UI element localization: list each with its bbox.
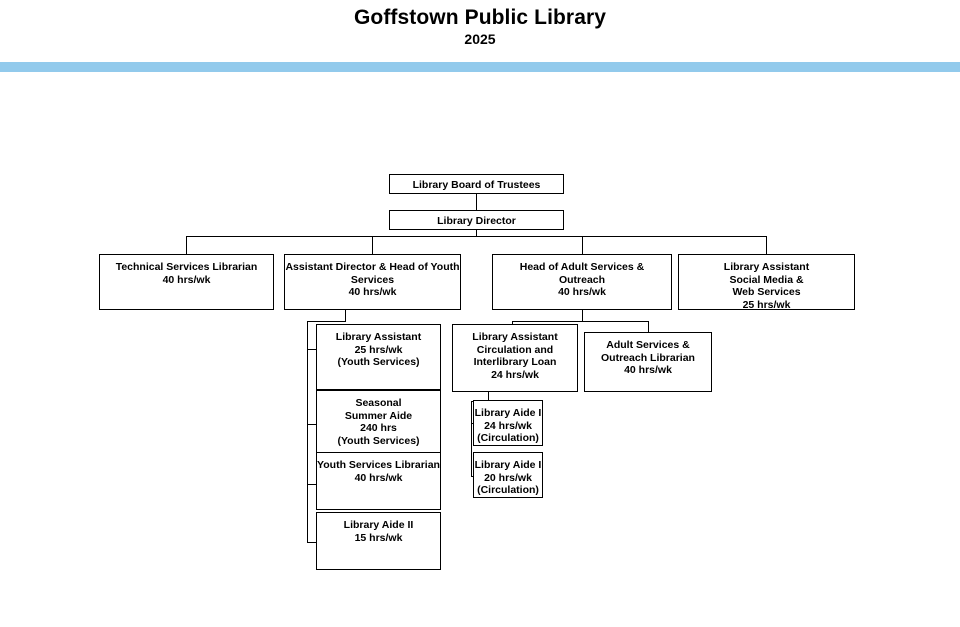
node-line: Web Services bbox=[732, 286, 801, 299]
node-line: Youth Services Librarian bbox=[317, 459, 440, 471]
node-line: Summer Aide bbox=[344, 409, 413, 422]
node-seasonal-summer-aide[interactable]: Seasonal Summer Aide 240 hrs (Youth Serv… bbox=[316, 390, 441, 454]
node-library-aide-i-circulation-24[interactable]: Library Aide I 24 hrs/wk (Circulation) bbox=[473, 400, 543, 446]
node-line: Library Aide I bbox=[474, 459, 542, 471]
node-line: Technical Services Librarian bbox=[115, 261, 258, 273]
connector-drop-head-adult-services bbox=[582, 236, 584, 254]
connector-adult-children-bus bbox=[512, 321, 649, 323]
node-library-aide-i-circulation-20[interactable]: Library Aide I 20 hrs/wk (Circulation) bbox=[473, 452, 543, 498]
node-line: (Youth Services) bbox=[337, 434, 420, 447]
node-line: (Circulation) bbox=[477, 484, 539, 497]
node-line: Social Media & bbox=[729, 273, 804, 286]
connector-drop-adult-services-librarian bbox=[648, 321, 650, 332]
node-line: 40 hrs/wk bbox=[354, 471, 403, 484]
node-line: 25 hrs/wk bbox=[354, 343, 403, 356]
node-library-assistant-youth-services[interactable]: Library Assistant 25 hrs/wk (Youth Servi… bbox=[316, 324, 441, 390]
page-header: Goffstown Public Library 2025 bbox=[0, 0, 960, 62]
node-line: 24 hrs/wk bbox=[484, 419, 532, 432]
node-line: 25 hrs/wk bbox=[742, 298, 791, 311]
connector-stub-library-aide-ii bbox=[307, 542, 317, 544]
node-line: Circulation and bbox=[476, 343, 554, 356]
node-line: Library Assistant bbox=[472, 331, 558, 343]
connector-level2-bus bbox=[186, 236, 767, 238]
connector-stub-seasonal-summer-aide bbox=[307, 424, 317, 426]
connector-board-to-director bbox=[476, 194, 478, 216]
node-line: Head of Adult Services & bbox=[519, 261, 645, 273]
node-library-board-of-trustees[interactable]: Library Board of Trustees bbox=[389, 174, 564, 194]
connector-circulation-spine bbox=[471, 401, 473, 477]
node-line: Library Aide II bbox=[343, 519, 414, 531]
connector-drop-technical-services bbox=[186, 236, 188, 254]
node-line: Seasonal bbox=[355, 397, 402, 409]
node-line: Adult Services & bbox=[606, 339, 690, 351]
node-line: Library Board of Trustees bbox=[412, 179, 541, 191]
accent-divider-bar bbox=[0, 62, 960, 72]
node-line: (Youth Services) bbox=[337, 356, 420, 369]
node-line: Interlibrary Loan bbox=[473, 356, 557, 369]
node-line: 40 hrs/wk bbox=[558, 286, 606, 299]
connector-stub-library-assistant-youth bbox=[307, 349, 317, 351]
node-technical-services-librarian[interactable]: Technical Services Librarian 40 hrs/wk bbox=[99, 254, 274, 310]
node-line: Outreach bbox=[558, 273, 606, 286]
node-line: 20 hrs/wk bbox=[484, 471, 532, 484]
connector-drop-library-assistant-social bbox=[766, 236, 768, 254]
connector-circulation-stub bbox=[488, 392, 490, 402]
page-title: Goffstown Public Library bbox=[353, 6, 607, 29]
node-library-assistant-circulation-interlibrary-loan[interactable]: Library Assistant Circulation and Interl… bbox=[452, 324, 578, 392]
connector-assistant-director-stub bbox=[345, 310, 347, 322]
node-line: 40 hrs/wk bbox=[162, 273, 211, 286]
node-adult-services-outreach-librarian[interactable]: Adult Services & Outreach Librarian 40 h… bbox=[584, 332, 712, 392]
node-line: Library Aide I bbox=[474, 407, 542, 419]
node-line: (Circulation) bbox=[477, 432, 539, 445]
node-assistant-director-head-of-youth-services[interactable]: Assistant Director & Head of Youth Servi… bbox=[284, 254, 461, 310]
page-subtitle-year: 2025 bbox=[464, 31, 496, 47]
node-library-director[interactable]: Library Director bbox=[389, 210, 564, 230]
org-chart-canvas: Library Board of Trustees Library Direct… bbox=[0, 72, 960, 627]
node-line: 240 hrs bbox=[360, 422, 397, 435]
connector-youth-branch-spine bbox=[307, 321, 309, 543]
connector-stub-youth-services-librarian bbox=[307, 484, 317, 486]
connector-head-adult-trunk bbox=[582, 310, 584, 322]
node-line: Library Assistant bbox=[335, 331, 422, 343]
node-line: Library Director bbox=[437, 215, 516, 227]
node-line: Assistant Director & Head of Youth bbox=[285, 261, 460, 273]
node-youth-services-librarian[interactable]: Youth Services Librarian 40 hrs/wk bbox=[316, 452, 441, 510]
connector-drop-assistant-director bbox=[372, 236, 374, 254]
node-line: Services bbox=[350, 273, 395, 286]
node-head-of-adult-services-outreach[interactable]: Head of Adult Services & Outreach 40 hrs… bbox=[492, 254, 672, 310]
node-line: 40 hrs/wk bbox=[348, 286, 397, 299]
node-line: 40 hrs/wk bbox=[624, 364, 672, 377]
node-line: 15 hrs/wk bbox=[354, 531, 403, 544]
node-line: 24 hrs/wk bbox=[491, 368, 539, 381]
node-line: Library Assistant bbox=[723, 261, 810, 273]
node-library-assistant-social-media-web-services[interactable]: Library Assistant Social Media & Web Ser… bbox=[678, 254, 855, 311]
connector-director-trunk bbox=[476, 230, 478, 237]
node-library-aide-ii[interactable]: Library Aide II 15 hrs/wk bbox=[316, 512, 441, 570]
node-line: Outreach Librarian bbox=[601, 351, 695, 364]
connector-assistant-director-elbow bbox=[307, 321, 346, 323]
